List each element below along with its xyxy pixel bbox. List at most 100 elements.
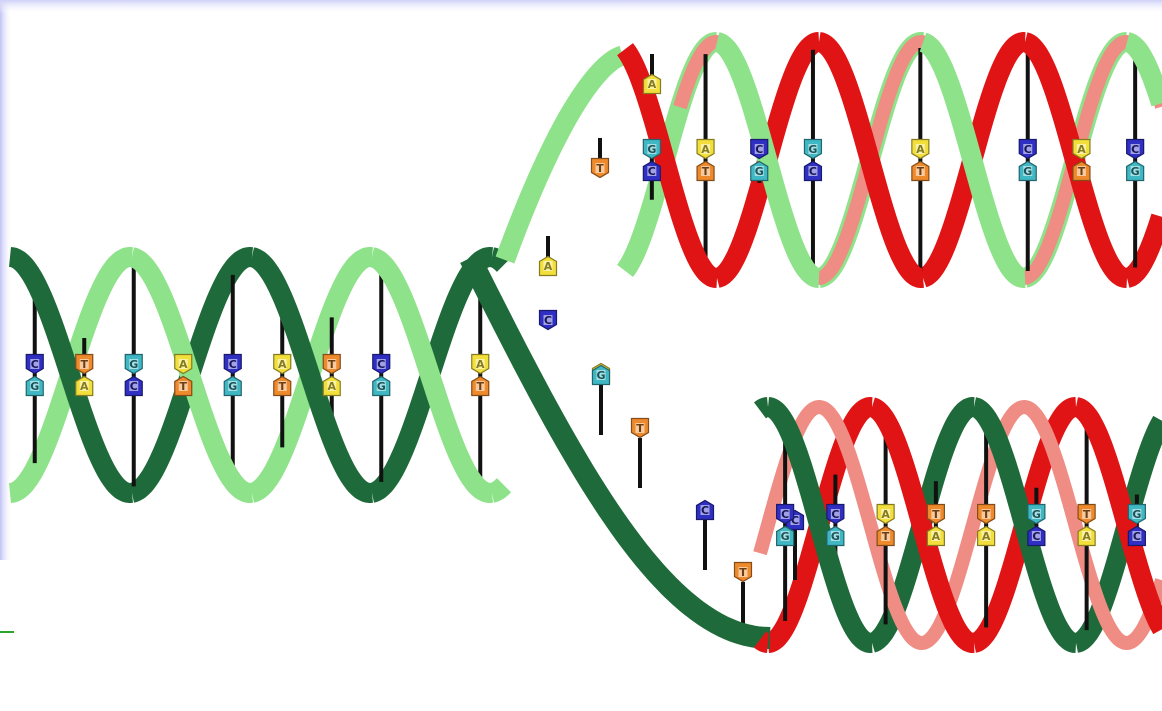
template-strand-light (1127, 42, 1161, 103)
nucleotide-base-t: T (912, 162, 929, 181)
base-letter: G (647, 143, 656, 156)
base-letter: A (1077, 143, 1086, 156)
nucleotide-base-t: T (323, 355, 340, 374)
base-letter: G (831, 530, 840, 543)
nucleotide-base-c: C (1028, 527, 1045, 546)
nucleotide-base-c: C (777, 505, 794, 524)
base-letter: T (982, 508, 990, 521)
base-letter: A (544, 260, 553, 273)
nucleotide-base-c: C (125, 377, 142, 396)
base-letter: T (278, 380, 286, 393)
base-letter: C (1131, 143, 1139, 156)
base-letter: C (1024, 143, 1032, 156)
nucleotide-base-g: G (777, 527, 794, 546)
base-letter: G (1032, 508, 1041, 521)
nucleotide-base-t: T (697, 162, 714, 181)
base-letter: T (1083, 508, 1091, 521)
base-letter: A (179, 358, 188, 371)
base-letter: G (596, 369, 605, 382)
nucleotide-base-a: A (697, 140, 714, 159)
base-letter: A (1082, 530, 1091, 543)
nucleotide-base-g: G (593, 366, 610, 385)
unwound-strand-light (505, 55, 623, 260)
base-letter: G (377, 380, 386, 393)
base-letter: C (1133, 530, 1141, 543)
base-letter: G (1131, 165, 1140, 178)
nucleotide-base-g: G (125, 355, 142, 374)
base-letter: G (781, 530, 790, 543)
base-letter: C (544, 314, 552, 327)
nucleotide-base-a: A (644, 75, 661, 94)
nucleotide-base-g: G (827, 527, 844, 546)
nucleotide-base-a: A (274, 355, 291, 374)
base-letter: G (1132, 508, 1141, 521)
parent-strand-dark (10, 257, 132, 493)
nucleotide-base-c: C (26, 355, 43, 374)
nucleotide-base-a: A (877, 505, 894, 524)
nucleotide-base-t: T (1073, 162, 1090, 181)
nucleotide-base-a: A (540, 257, 557, 276)
nucleotide-base-g: G (1128, 505, 1145, 524)
nucleotide-base-a: A (912, 140, 929, 159)
base-letter: A (327, 380, 336, 393)
nucleotide-base-t: T (1078, 505, 1095, 524)
base-letter: C (755, 143, 763, 156)
nucleotide-base-g: G (373, 377, 390, 396)
base-letter: A (648, 78, 657, 91)
base-letter: T (80, 358, 88, 371)
base-letter: A (476, 358, 485, 371)
base-letter: C (229, 358, 237, 371)
base-letter: T (179, 380, 187, 393)
base-letter: T (739, 566, 747, 579)
nucleotide-base-c: C (827, 505, 844, 524)
nucleotide-base-g: G (1028, 505, 1045, 524)
base-letter: A (916, 143, 925, 156)
base-letter: G (1023, 165, 1032, 178)
base-letter: C (781, 508, 789, 521)
nucleotide-base-g: G (26, 377, 43, 396)
nucleotide-base-a: A (472, 355, 489, 374)
nucleotide-base-t: T (632, 419, 649, 438)
base-letter: C (648, 165, 656, 178)
base-letter: T (1078, 165, 1086, 178)
base-letter: A (881, 508, 890, 521)
base-letter: T (596, 162, 604, 175)
base-letter: A (701, 143, 710, 156)
nucleotide-base-a: A (927, 527, 944, 546)
base-letter: T (917, 165, 925, 178)
base-letter: T (476, 380, 484, 393)
nucleotide-base-c: C (224, 355, 241, 374)
base-letter: T (882, 530, 890, 543)
nucleotide-base-c: C (1019, 140, 1036, 159)
nucleotide-base-g: G (751, 162, 768, 181)
nucleotide-base-t: T (175, 377, 192, 396)
base-letter: A (932, 530, 941, 543)
nucleotide-base-g: G (643, 140, 660, 159)
nucleotide-base-c: C (373, 355, 390, 374)
nucleotide-base-t: T (592, 159, 609, 178)
base-letter: G (808, 143, 817, 156)
nucleotide-base-a: A (1078, 527, 1095, 546)
nucleotide-base-t: T (76, 355, 93, 374)
nucleotide-base-c: C (540, 311, 557, 330)
base-letter: G (30, 380, 39, 393)
nucleotide-base-a: A (323, 377, 340, 396)
nucleotide-base-c: C (804, 162, 821, 181)
nucleotide-base-c: C (751, 140, 768, 159)
base-letter: C (31, 358, 39, 371)
base-letter: C (809, 165, 817, 178)
base-letter: C (831, 508, 839, 521)
base-letter: C (701, 504, 709, 517)
base-letter: C (130, 380, 138, 393)
base-letter: G (228, 380, 237, 393)
template-strand-dark (760, 407, 768, 410)
base-letter: A (80, 380, 89, 393)
base-letter: T (328, 358, 336, 371)
nucleotide-base-a: A (1073, 140, 1090, 159)
nucleotide-base-c: C (697, 501, 714, 520)
nucleotide-base-a: A (978, 527, 995, 546)
nucleotide-base-g: G (224, 377, 241, 396)
nucleotide-base-t: T (978, 505, 995, 524)
